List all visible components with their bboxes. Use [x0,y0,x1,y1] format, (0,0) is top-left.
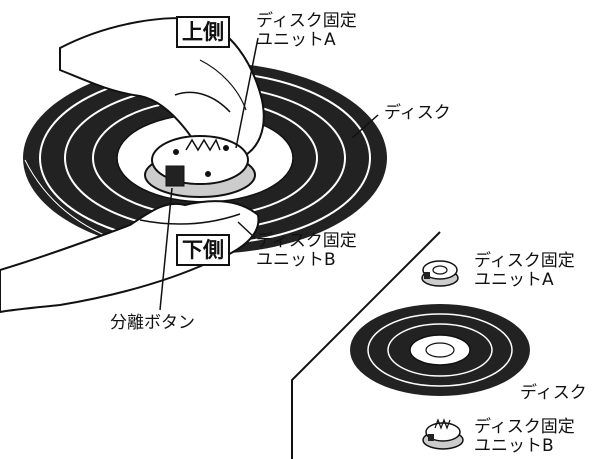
inset-unit-b [422,418,464,450]
lower-side-label: 下側 [176,234,230,266]
upper-side-label: 上側 [176,16,230,48]
inset-disc-label: ディスク [520,383,587,403]
unit-a-main [144,135,256,198]
inset-unit-b-label-line2: ユニットB [474,436,554,456]
inset-unit-b-label-line1: ディスク固定 [474,417,575,437]
leader-lines [159,37,379,311]
inset-unit-a-label-line1: ディスク固定 [474,251,575,271]
release-button-shape [165,165,185,187]
inset-border [291,231,441,459]
inset-unit-a [421,260,459,287]
lower-hand [0,200,260,314]
release-button-label: 分離ボタン [110,313,195,333]
unit-a-label-line1: ディスク固定 [256,11,357,31]
disc-label: ディスク [384,103,451,123]
unit-b-label-line1: ディスク固定 [256,231,357,251]
inset-disc [350,304,530,396]
unit-b-label-line2: ユニットB [256,250,336,270]
upper-hand [59,17,265,160]
inset-unit-a-label-line2: ユニットA [474,270,554,290]
unit-a-label-line2: ユニットA [256,30,336,50]
